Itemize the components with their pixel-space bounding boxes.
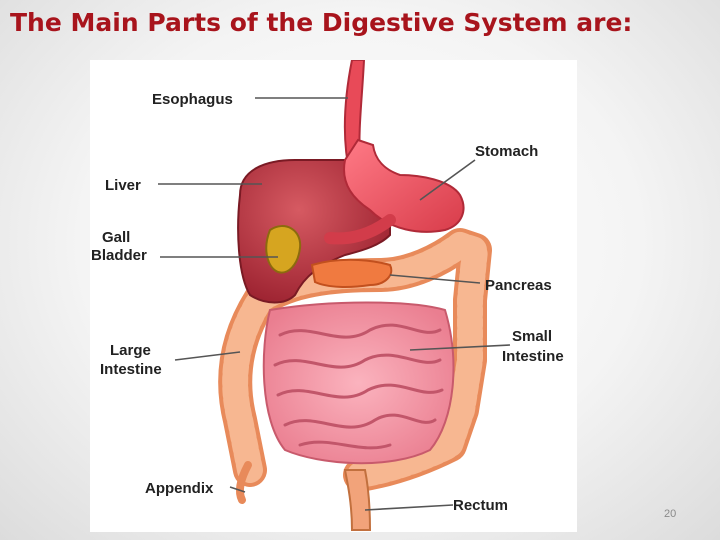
leader-lines — [158, 97, 511, 511]
label-esophagus: Esophagus — [152, 91, 233, 108]
label-large-intestine-line2: Intestine — [100, 361, 162, 378]
label-rectum: Rectum — [453, 497, 508, 514]
slide-title: The Main Parts of the Digestive System a… — [10, 8, 633, 37]
appendix — [236, 461, 252, 504]
small-intestine — [262, 301, 455, 465]
label-gall-bladder-line2: Bladder — [91, 247, 147, 264]
label-small-intestine-line2: Intestine — [502, 348, 564, 365]
label-stomach: Stomach — [475, 143, 538, 160]
page-number: 20 — [664, 508, 677, 520]
pancreas — [310, 258, 393, 288]
stomach — [343, 138, 465, 233]
rectum — [343, 469, 372, 531]
digestive-system-illustration: Esophagus Stomach Liver Gall Bladder Pan… — [91, 60, 564, 531]
label-small-intestine-line1: Small — [512, 328, 552, 345]
label-pancreas: Pancreas — [485, 277, 552, 294]
digestive-system-diagram: Esophagus Stomach Liver Gall Bladder Pan… — [90, 60, 577, 532]
label-large-intestine-line1: Large — [110, 342, 151, 359]
label-liver: Liver — [105, 177, 141, 194]
label-appendix: Appendix — [145, 480, 214, 497]
label-gall-bladder-line1: Gall — [102, 229, 130, 246]
